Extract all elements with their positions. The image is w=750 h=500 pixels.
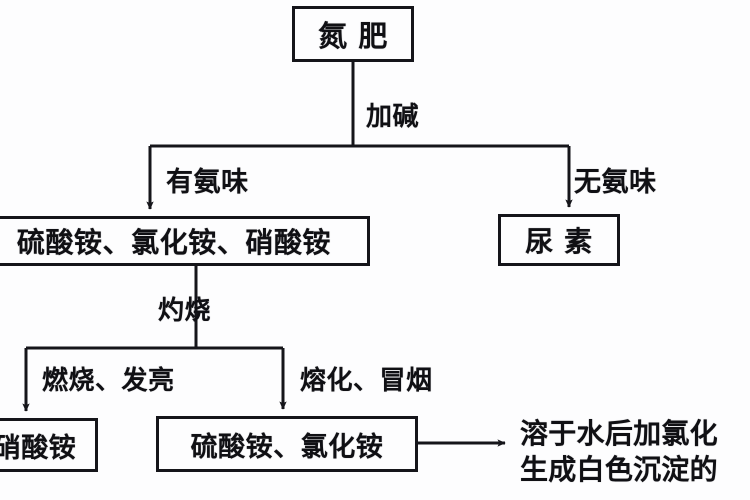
node-label: 硫酸铵、氯化铵、硝酸铵 [16, 226, 332, 259]
edge-label-burn-and-glow: 燃烧、发亮 [42, 366, 175, 396]
edge-label-add-alkali: 加碱 [366, 102, 420, 132]
node-nitrogen-fertilizer: 氮 肥 [292, 6, 414, 62]
result-note-line-1: 溶于水后加氯化 [520, 417, 718, 450]
edge-label-no-ammonia-smell: 无氨味 [574, 167, 657, 198]
edge-label-ignite: 灼烧 [158, 296, 212, 326]
result-note-line-2: 生成白色沉淀的 [520, 452, 718, 486]
edge-label-has-ammonia-smell: 有氨味 [166, 167, 249, 198]
node-label: 氮 肥 [318, 19, 388, 53]
node-ammonium-nitrate: 硝酸铵 [0, 418, 98, 472]
node-label: 硝酸铵 [0, 432, 77, 464]
node-urea: 尿 素 [498, 214, 620, 266]
edge-label-melt-and-smoke: 熔化、冒烟 [300, 366, 433, 396]
node-label: 硫酸铵、氯化铵 [190, 431, 384, 463]
node-ammonium-sulfate-chloride: 硫酸铵、氯化铵 [156, 416, 418, 472]
result-note: 溶于水后加氯化 生成白色沉淀的 [520, 416, 718, 488]
node-label: 尿 素 [525, 225, 593, 258]
node-ammonium-salts: 硫酸铵、氯化铵、硝酸铵 [0, 216, 370, 266]
